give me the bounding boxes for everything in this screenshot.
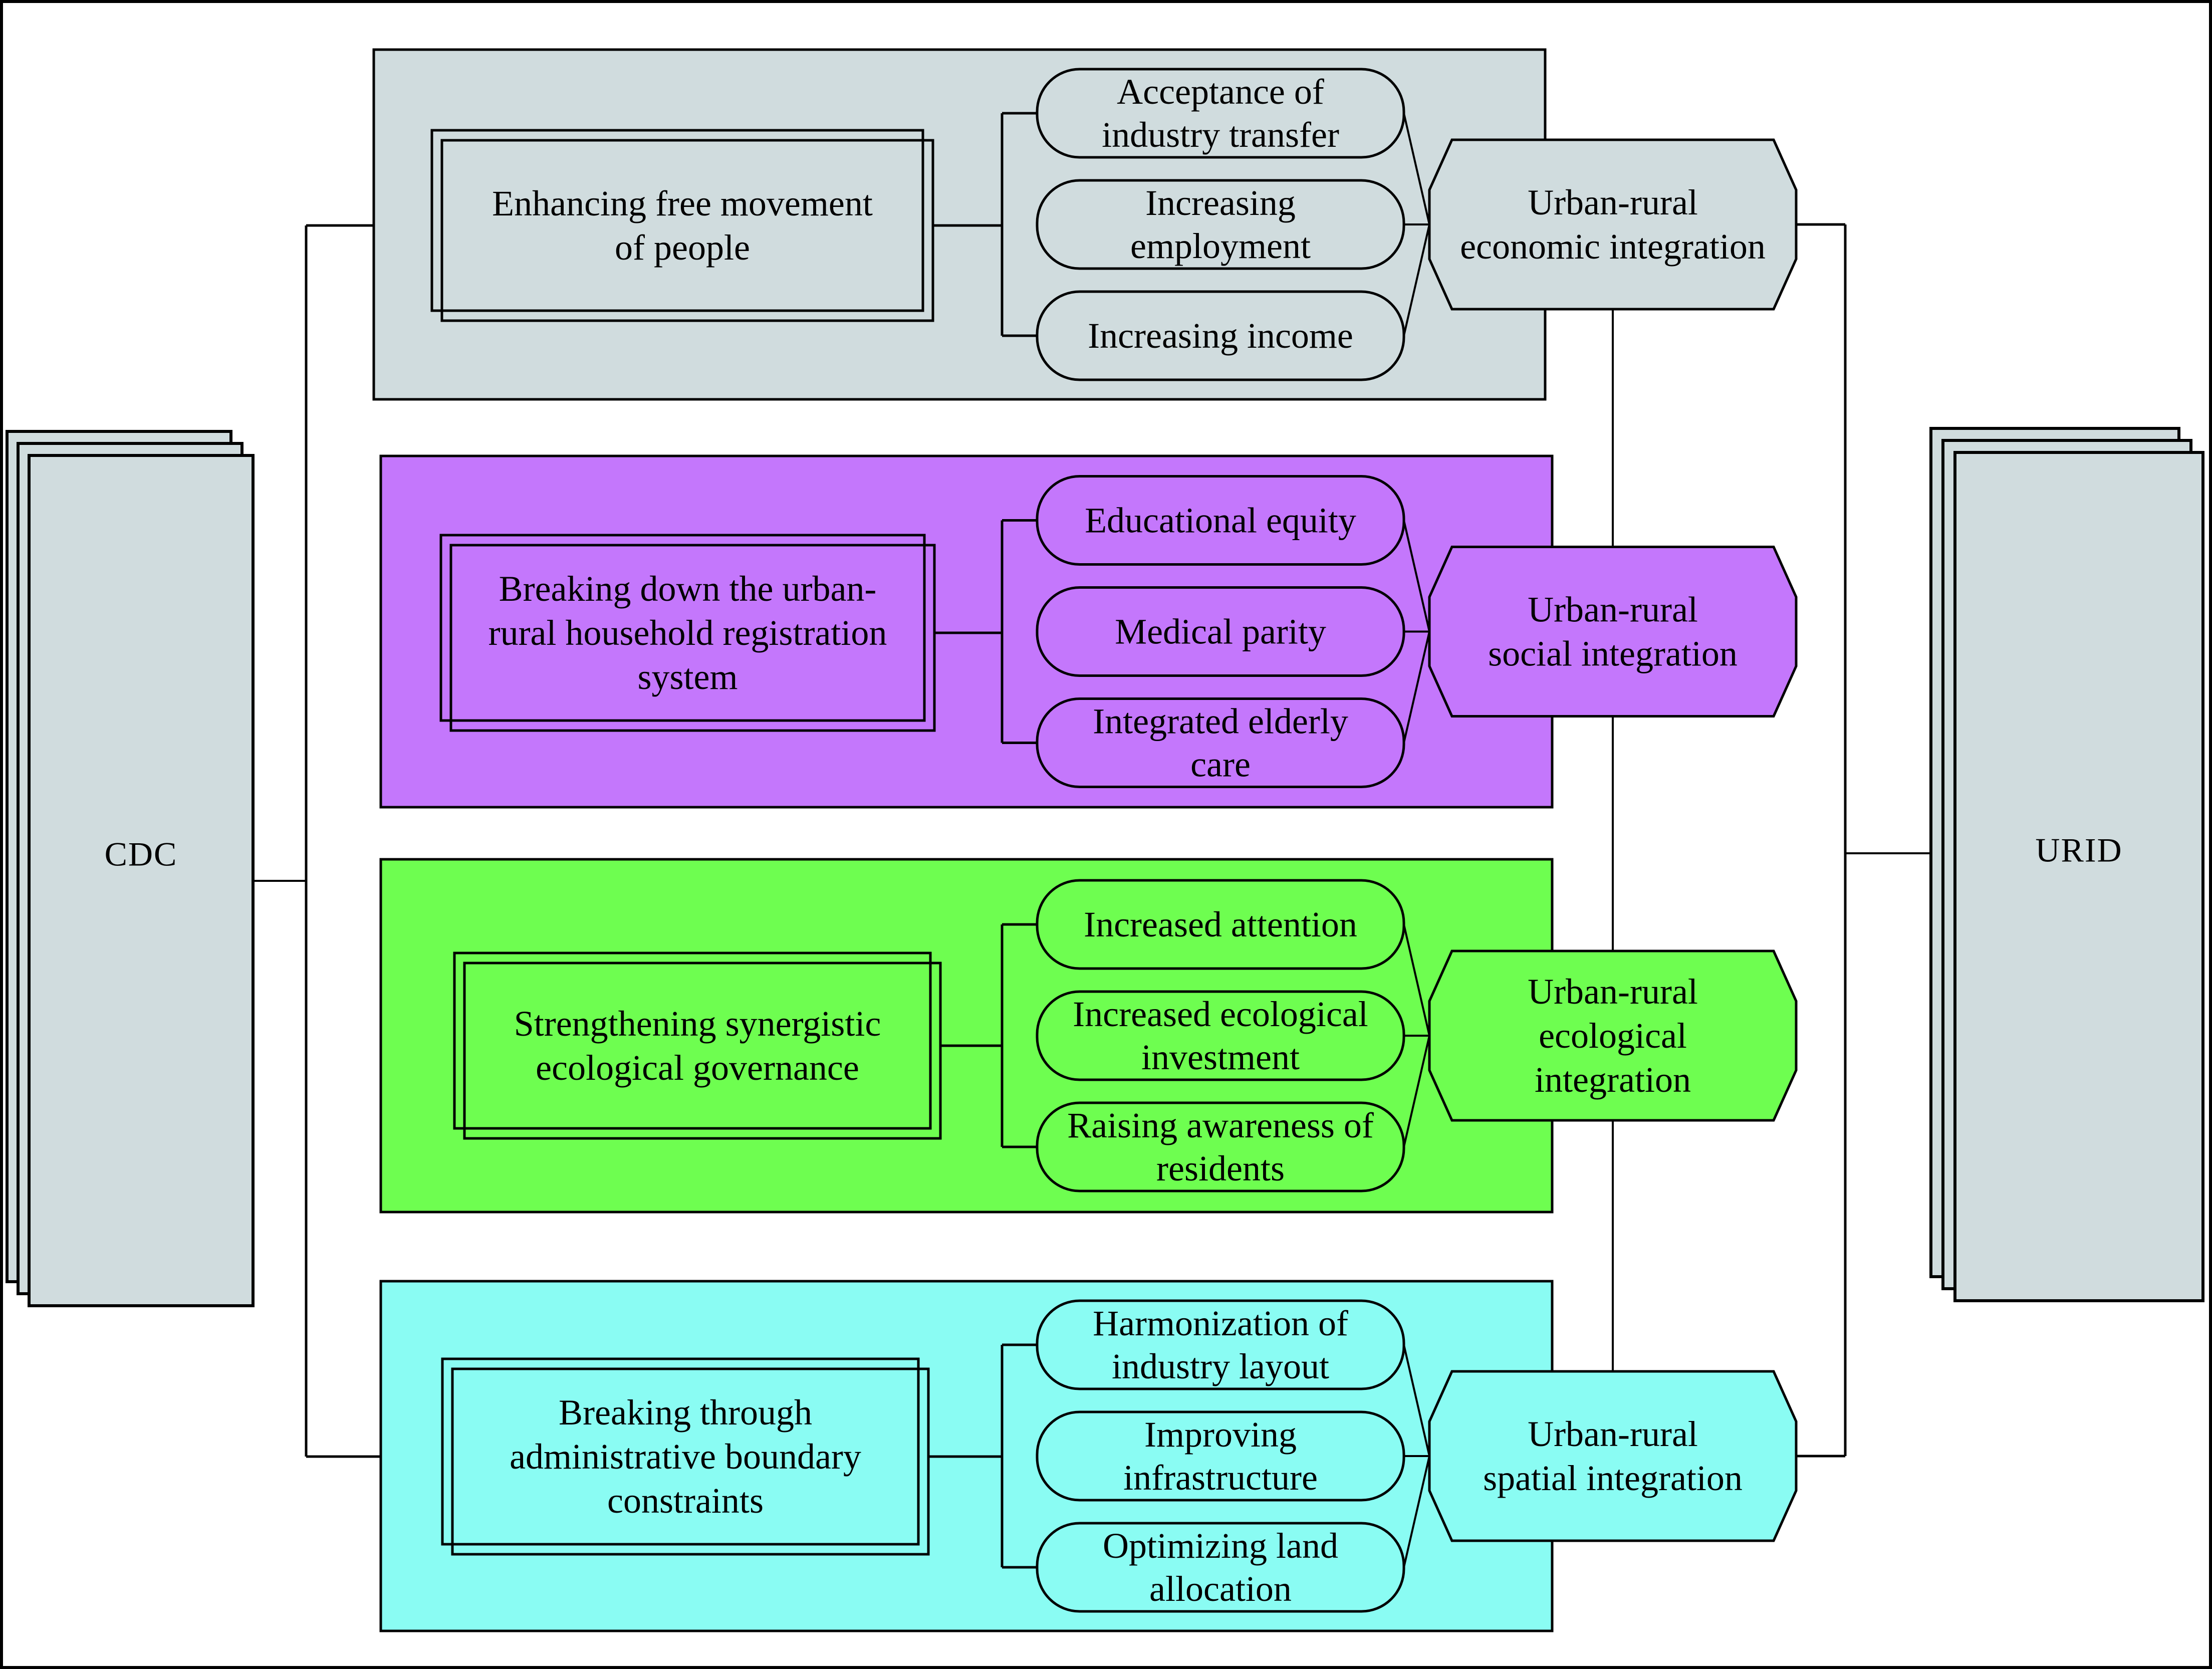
driver-label: Breaking down the urban- [499,569,877,609]
driver-box-outline [439,534,926,722]
effect-label: Integrated elderly [1093,701,1348,742]
outcome-label: economic integration [1460,226,1766,267]
converge-line [1403,1035,1430,1147]
outcome-label: Urban-rural [1528,590,1698,630]
driver-box [449,544,936,732]
outcome-label: Urban-rural [1528,182,1698,222]
driver-label: rural household registration [488,613,887,653]
effect-label: industry layout [1112,1346,1329,1386]
converge-line [1403,224,1430,336]
effect-label: Medical parity [1115,612,1326,652]
outcome-label: social integration [1488,634,1738,674]
panel-social: Breaking down the urban-rural household … [379,454,1798,809]
outcome-octagon [1428,138,1798,311]
outcome-label: integration [1535,1060,1691,1100]
driver-box-outline [430,129,924,312]
outcome-octagon [1428,546,1798,718]
effect-label: investment [1141,1037,1300,1077]
effect-label: Improving [1144,1414,1297,1455]
driver-label: Strengthening synergistic [514,1004,881,1044]
effect-label: Increased attention [1084,904,1357,944]
converge-line [1403,631,1430,743]
driver-box [463,962,942,1140]
outcome-label: ecological [1539,1016,1687,1056]
driver-label: system [637,657,738,697]
driver-box [440,139,934,322]
effect-label: Increasing income [1088,316,1353,356]
outcome-label: Urban-rural [1528,1414,1698,1454]
converge-line [1403,520,1430,632]
effect-label: allocation [1149,1569,1292,1609]
driver-label: of people [615,227,750,268]
effect-label: Raising awareness of [1067,1105,1374,1145]
outcome-octagon [1428,949,1798,1122]
converge-line [1403,1456,1430,1568]
converge-line [1403,113,1430,225]
outcome-octagon [1428,1370,1798,1542]
effect-label: care [1190,745,1251,785]
urid-node-label: URID [2035,831,2122,869]
driver-label: constraints [607,1481,764,1521]
side-node-layer: CDC URID [6,427,2204,1307]
converge-line [1403,1344,1430,1457]
effect-label: Optimizing land [1103,1526,1338,1566]
effect-label: Educational equity [1085,501,1356,541]
effect-label: infrastructure [1123,1458,1318,1498]
driver-label: Breaking through [559,1392,812,1433]
effect-label: Harmonization of [1093,1303,1348,1343]
cdc-node: CDC [6,430,255,1307]
cdc-node-front [28,454,255,1307]
driver-label: administrative boundary [510,1437,861,1477]
effect-label: Acceptance of [1117,72,1324,112]
urid-node: URID [1929,427,2204,1302]
cdc-node-label: CDC [105,835,178,873]
urid-node-front [1953,451,2204,1302]
driver-box [451,1367,930,1556]
converge-line [1403,924,1430,1036]
outcome-label: Urban-rural [1528,972,1698,1012]
outcome-label: spatial integration [1483,1458,1743,1498]
driver-label: Enhancing free movement [492,183,873,223]
driver-box-outline [441,1357,920,1546]
effect-label: employment [1130,226,1311,266]
effect-label: industry transfer [1102,115,1339,155]
effect-label: residents [1156,1148,1285,1188]
effect-label: Increased ecological [1073,994,1368,1034]
effect-label: Increasing [1145,183,1296,223]
driver-box-outline [453,951,932,1130]
driver-label: ecological governance [536,1048,859,1088]
